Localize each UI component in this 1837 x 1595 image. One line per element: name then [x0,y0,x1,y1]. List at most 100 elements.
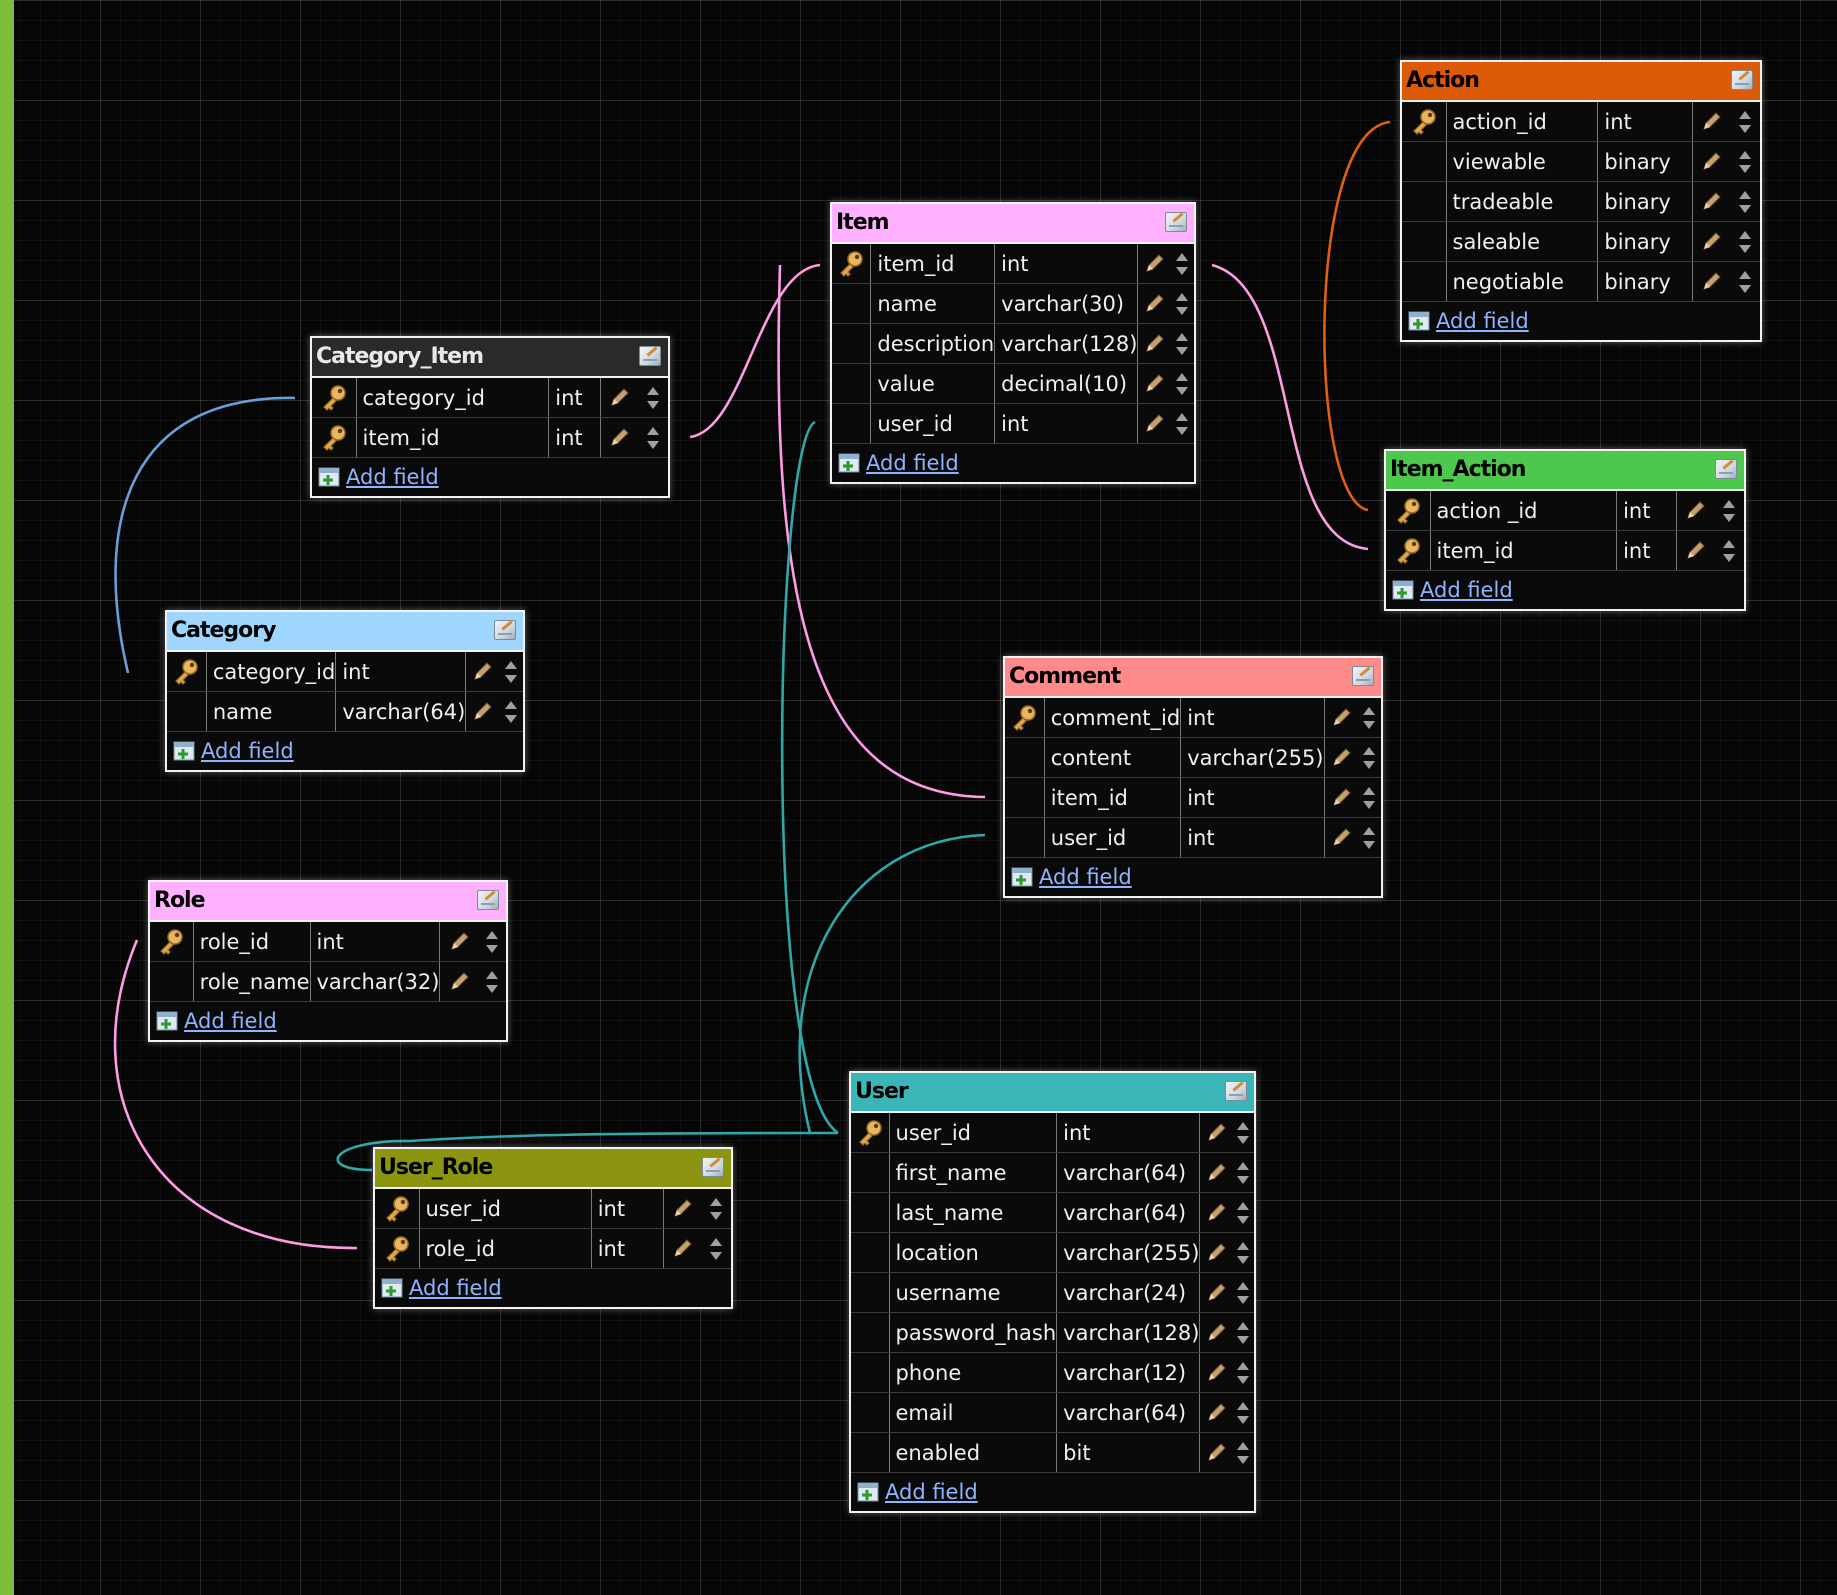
reorder-field-icon[interactable] [1738,149,1752,175]
reorder-field-icon[interactable] [1236,1240,1250,1266]
edit-table-icon[interactable] [702,1157,724,1177]
edit-field-icon[interactable] [671,1198,693,1220]
edit-field-icon[interactable] [1143,373,1165,395]
reorder-field-icon[interactable] [1738,269,1752,295]
edit-field-icon[interactable] [1684,540,1706,562]
edit-table-icon[interactable] [1731,70,1753,90]
reorder-field-icon[interactable] [1236,1440,1250,1466]
edit-field-icon[interactable] [471,661,493,683]
reorder-field-icon[interactable] [1362,745,1376,771]
reorder-field-icon[interactable] [1175,251,1189,277]
reorder-field-icon[interactable] [709,1196,723,1222]
edit-field-icon[interactable] [1205,1122,1227,1144]
add-field-link[interactable]: Add field [1039,865,1132,889]
edit-table-icon[interactable] [477,890,499,910]
add-field-link[interactable]: Add field [866,451,959,475]
edit-field-icon[interactable] [1205,1162,1227,1184]
reorder-field-icon[interactable] [646,385,660,411]
add-field-icon[interactable] [156,1010,180,1032]
edit-field-icon[interactable] [671,1238,693,1260]
edit-field-icon[interactable] [1205,1442,1227,1464]
edit-table-icon[interactable] [494,620,516,640]
table-header[interactable]: Category [167,612,523,652]
add-field-icon[interactable] [1408,310,1432,332]
edit-field-icon[interactable] [471,701,493,723]
table-header[interactable]: Comment [1005,658,1381,698]
reorder-field-icon[interactable] [646,425,660,451]
reorder-field-icon[interactable] [709,1236,723,1262]
reorder-field-icon[interactable] [504,659,518,685]
table-header[interactable]: Category_Item [312,338,668,378]
edit-field-icon[interactable] [1143,253,1165,275]
add-field-link[interactable]: Add field [1420,578,1513,602]
reorder-field-icon[interactable] [1236,1120,1250,1146]
reorder-field-icon[interactable] [1362,825,1376,851]
table-header[interactable]: User [851,1073,1254,1113]
reorder-field-icon[interactable] [1236,1280,1250,1306]
edit-field-icon[interactable] [1330,827,1352,849]
reorder-field-icon[interactable] [1236,1400,1250,1426]
edit-field-icon[interactable] [1143,293,1165,315]
table-header[interactable]: User_Role [375,1149,731,1189]
add-field-link[interactable]: Add field [1436,309,1529,333]
edit-field-icon[interactable] [608,427,630,449]
add-field-link[interactable]: Add field [184,1009,277,1033]
reorder-field-icon[interactable] [485,969,499,995]
edit-field-icon[interactable] [1684,500,1706,522]
add-field-icon[interactable] [1011,866,1035,888]
reorder-field-icon[interactable] [1362,785,1376,811]
edit-table-icon[interactable] [1715,459,1737,479]
reorder-field-icon[interactable] [1236,1160,1250,1186]
add-field-icon[interactable] [381,1277,405,1299]
reorder-field-icon[interactable] [1362,705,1376,731]
add-field-icon[interactable] [1392,579,1416,601]
add-field-icon[interactable] [318,466,342,488]
edit-table-icon[interactable] [639,346,661,366]
reorder-field-icon[interactable] [1236,1360,1250,1386]
edit-field-icon[interactable] [1205,1322,1227,1344]
reorder-field-icon[interactable] [1236,1320,1250,1346]
edit-field-icon[interactable] [1700,151,1722,173]
reorder-field-icon[interactable] [1738,229,1752,255]
reorder-field-icon[interactable] [1738,189,1752,215]
edit-table-icon[interactable] [1352,666,1374,686]
edit-field-icon[interactable] [1205,1202,1227,1224]
reorder-field-icon[interactable] [504,699,518,725]
add-field-link[interactable]: Add field [346,465,439,489]
edit-field-icon[interactable] [1205,1242,1227,1264]
add-field-icon[interactable] [173,740,197,762]
add-field-icon[interactable] [857,1481,881,1503]
edit-field-icon[interactable] [1330,747,1352,769]
reorder-field-icon[interactable] [1722,498,1736,524]
reorder-field-icon[interactable] [1175,411,1189,437]
edit-field-icon[interactable] [1205,1402,1227,1424]
